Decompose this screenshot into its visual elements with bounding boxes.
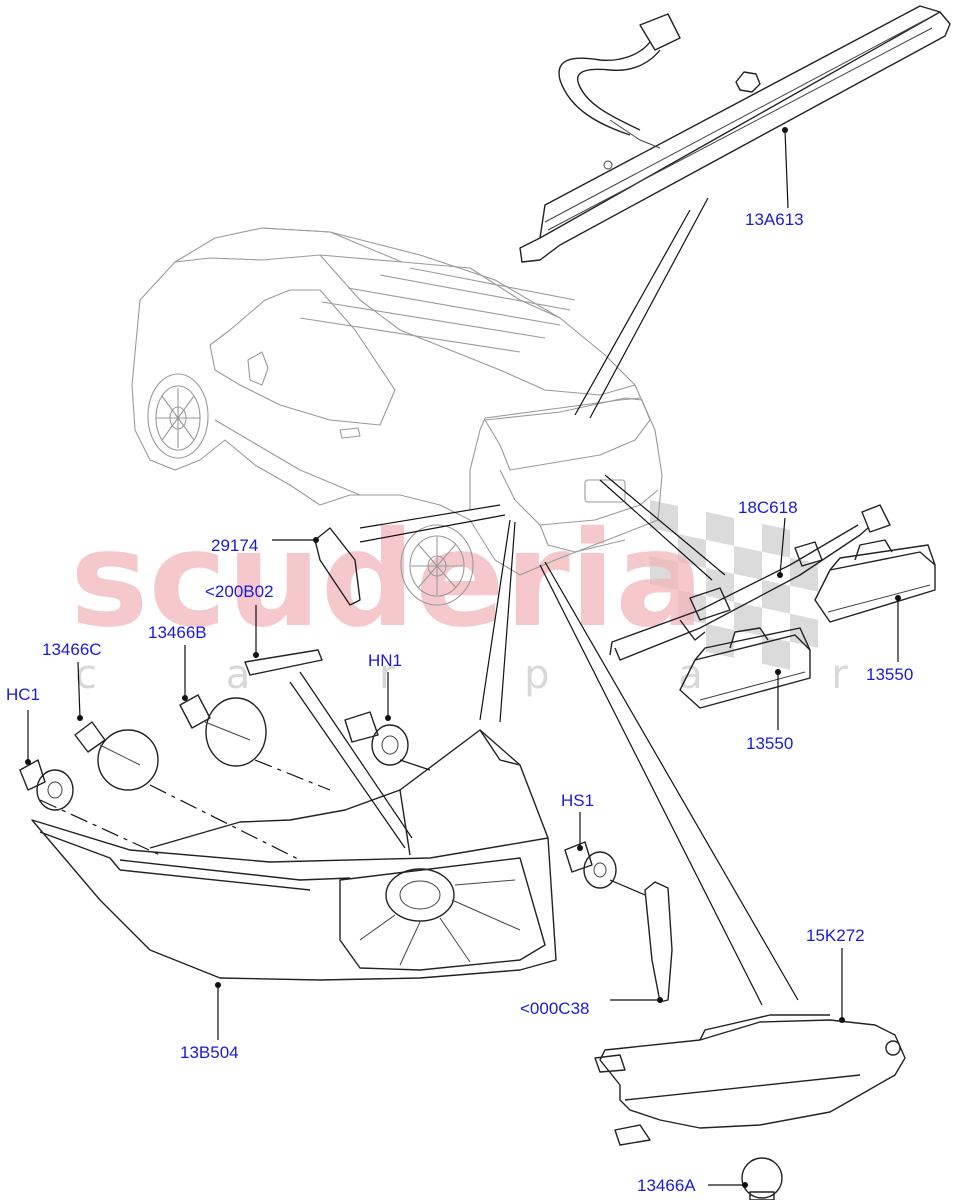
watermark-subtitle: c a r p a r t s <box>75 652 954 698</box>
licence-lamp-harness <box>609 504 891 661</box>
bulb-13466B <box>179 694 267 767</box>
label-13A613: 13A613 <box>745 210 804 229</box>
label-13466A: 13466A <box>637 1176 696 1195</box>
label-HS1: HS1 <box>561 791 594 810</box>
label-13466B: 13466B <box>148 623 207 642</box>
leader-lines <box>25 127 901 1188</box>
label-000C38: <000C38 <box>520 999 589 1018</box>
licence-lamp-right <box>814 539 936 623</box>
rear-fog-lamp <box>594 1014 906 1200</box>
socket-HS1 <box>564 841 617 889</box>
label-13550-right: 13550 <box>866 665 913 684</box>
watermark-brand: scuderia <box>70 503 704 657</box>
label-29174: 29174 <box>211 536 258 555</box>
label-13466C: 13466C <box>42 640 102 659</box>
part-labels: 13A613 18C618 29174 <200B02 13466C 13466… <box>6 210 913 1195</box>
vehicle-outline <box>131 227 663 606</box>
bulb-13466C <box>74 721 159 791</box>
checkered-flag-watermark <box>650 500 818 670</box>
label-13550-left: 13550 <box>746 734 793 753</box>
socket-HC1 <box>19 759 74 811</box>
rear-lamp-assembly <box>31 729 557 981</box>
licence-lamp-left <box>679 627 811 709</box>
label-13B504: 13B504 <box>180 1043 239 1062</box>
side-reflector-000C38 <box>644 881 673 1003</box>
label-HN1: HN1 <box>368 651 402 670</box>
label-15K272: 15K272 <box>806 926 865 945</box>
high-mount-stop-lamp <box>519 5 951 263</box>
label-200B02: <200B02 <box>205 582 274 601</box>
rear-reflector-29174 <box>314 527 361 606</box>
label-18C618: 18C618 <box>738 498 798 517</box>
clip-HN1 <box>344 711 409 766</box>
label-HC1: HC1 <box>6 685 40 704</box>
reflector-200B02 <box>244 649 323 676</box>
